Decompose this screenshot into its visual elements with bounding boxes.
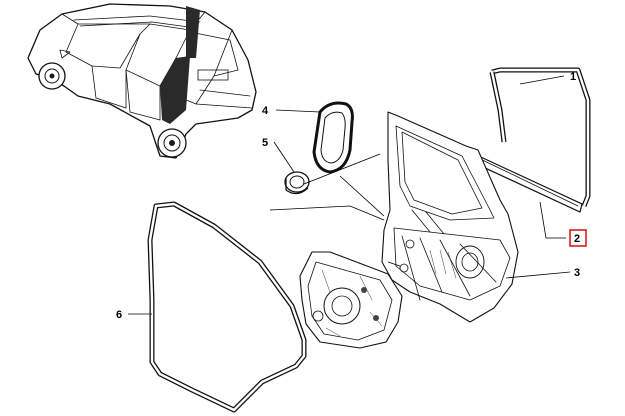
part-4-trim-seal bbox=[312, 101, 354, 174]
car-illustration bbox=[27, 3, 257, 159]
callout-labels: 1 2 3 4 5 6 bbox=[116, 71, 587, 321]
callout-3: 3 bbox=[574, 267, 580, 279]
callout-2-highlight-box bbox=[569, 229, 587, 247]
callout-1: 1 bbox=[570, 71, 576, 83]
part-1-window-channel bbox=[489, 67, 591, 207]
part-3-door-shell bbox=[381, 111, 519, 323]
part-6-weatherstrip bbox=[147, 201, 307, 413]
callout-2: 2 bbox=[574, 233, 580, 245]
leader-lines bbox=[128, 75, 571, 315]
callout-6: 6 bbox=[116, 309, 122, 321]
inner-trim-panel bbox=[299, 251, 403, 349]
part-5-grommet bbox=[284, 171, 310, 195]
callout-5: 5 bbox=[262, 137, 268, 149]
callout-4: 4 bbox=[262, 105, 269, 117]
